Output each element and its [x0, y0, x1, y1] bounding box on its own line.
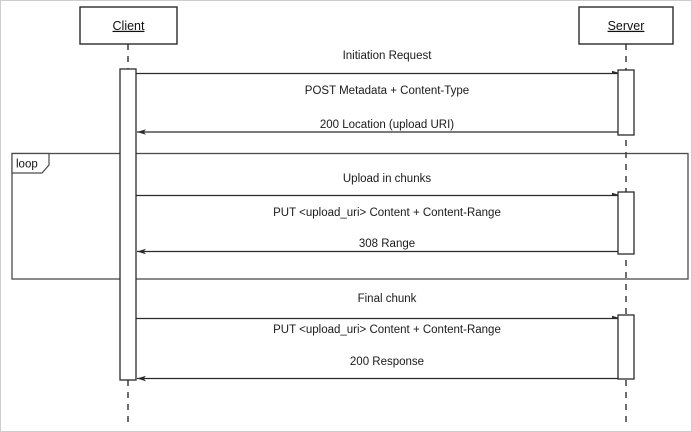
message-label-308-range: 308 Range [359, 238, 415, 250]
message-label-200-response: 200 Response [350, 356, 424, 368]
participant-label-client: Client [113, 19, 145, 33]
message-label-put-final-chunk: PUT <upload_uri> Content + Content-Range [273, 324, 501, 336]
participant-label-server: Server [608, 19, 645, 33]
loop-fragment-tab [11, 152, 50, 174]
message-group-label-upload-chunks: Upload in chunks [343, 173, 431, 185]
message-label-post-metadata: POST Metadata + Content-Type [305, 85, 469, 97]
activation-bar-server-chunk [617, 191, 635, 255]
message-label-put-chunk: PUT <upload_uri> Content + Content-Range [273, 207, 501, 219]
activation-bar-client [119, 68, 137, 381]
loop-fragment-frame [11, 152, 689, 280]
loop-fragment-label: loop [16, 159, 38, 171]
message-group-label-initiation: Initiation Request [343, 50, 433, 62]
participant-box-server[interactable] [578, 6, 674, 45]
message-group-label-final-chunk: Final chunk [358, 293, 417, 305]
participant-box-client[interactable] [79, 6, 178, 45]
message-label-200-location: 200 Location (upload URI) [320, 119, 454, 131]
activation-bar-server-final [617, 314, 635, 380]
activation-bar-server-initiation [617, 69, 635, 136]
